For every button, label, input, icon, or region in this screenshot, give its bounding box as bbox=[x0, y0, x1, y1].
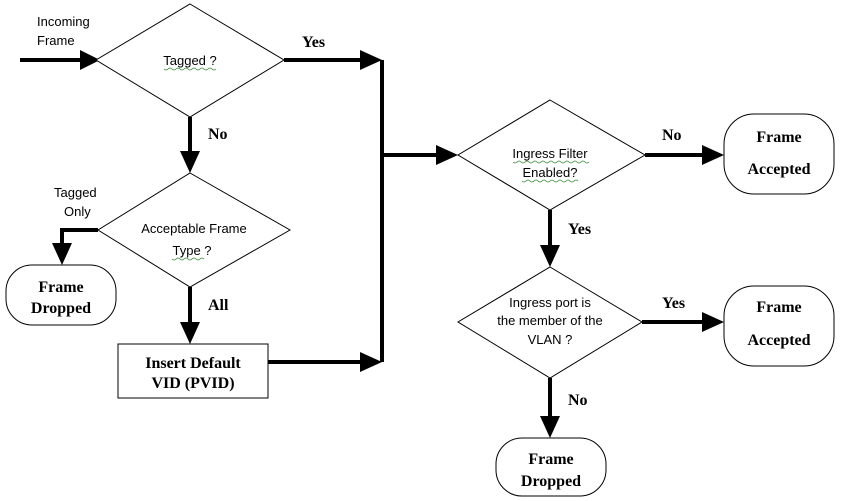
tagged-only-label-line2: Only bbox=[64, 204, 91, 219]
member-label-line1: Ingress port is bbox=[509, 295, 591, 310]
tagged-only-arrowhead bbox=[52, 243, 72, 265]
ingress-filter-line1: Ingress Filter bbox=[512, 146, 588, 161]
frame-accepted-bottom-terminal bbox=[724, 286, 834, 366]
insert-default-line2: VID (PVID) bbox=[151, 375, 234, 392]
yes-ingress-label: Yes bbox=[568, 221, 591, 238]
frame-dropped-bottom-line2: Dropped bbox=[521, 473, 581, 490]
insert-to-bus-arrowhead bbox=[360, 352, 382, 372]
frame-accepted-bottom-line1: Frame bbox=[756, 299, 801, 316]
member-no-arrowhead bbox=[540, 416, 560, 438]
incoming-label-line1: Incoming bbox=[37, 14, 90, 29]
tagged-only-label-line1: Tagged bbox=[54, 185, 97, 200]
acceptable-label-line1: Acceptable Frame bbox=[141, 221, 247, 236]
tagged-question-label: Tagged ? bbox=[163, 53, 217, 68]
bus-to-ingress-arrowhead bbox=[436, 145, 458, 165]
no-ingress-label: No bbox=[662, 127, 682, 144]
ingress-yes-arrowhead bbox=[540, 245, 560, 267]
ingress-no-arrowhead bbox=[702, 145, 724, 165]
insert-default-line1: Insert Default bbox=[145, 355, 241, 372]
tagged-only-line bbox=[62, 230, 98, 243]
frame-accepted-bottom-line2: Accepted bbox=[747, 332, 810, 349]
member-yes-arrowhead bbox=[702, 312, 724, 332]
frame-dropped-left-line2: Dropped bbox=[31, 300, 91, 317]
all-arrowhead bbox=[180, 322, 200, 344]
frame-accepted-top-line2: Accepted bbox=[747, 161, 810, 178]
no-member-label: No bbox=[568, 392, 588, 409]
ingress-filter-line2: Enabled? bbox=[523, 165, 578, 180]
no-tagged-label: No bbox=[208, 126, 228, 143]
tagged-no-arrowhead bbox=[180, 151, 200, 173]
tagged-yes-arrowhead bbox=[360, 50, 382, 70]
yes-member-label: Yes bbox=[662, 295, 685, 312]
acceptable-label-line2: Type ? bbox=[172, 243, 211, 258]
frame-dropped-left-line1: Frame bbox=[38, 279, 83, 296]
incoming-label-line2: Frame bbox=[37, 33, 75, 48]
frame-dropped-bottom-line1: Frame bbox=[528, 451, 573, 468]
member-label-line3: VLAN ? bbox=[528, 332, 573, 347]
all-label: All bbox=[208, 297, 229, 314]
frame-accepted-top-line1: Frame bbox=[756, 129, 801, 146]
yes-top-label: Yes bbox=[302, 34, 325, 51]
member-label-line2: the member of the bbox=[497, 313, 603, 328]
frame-accepted-top-terminal bbox=[724, 114, 834, 194]
